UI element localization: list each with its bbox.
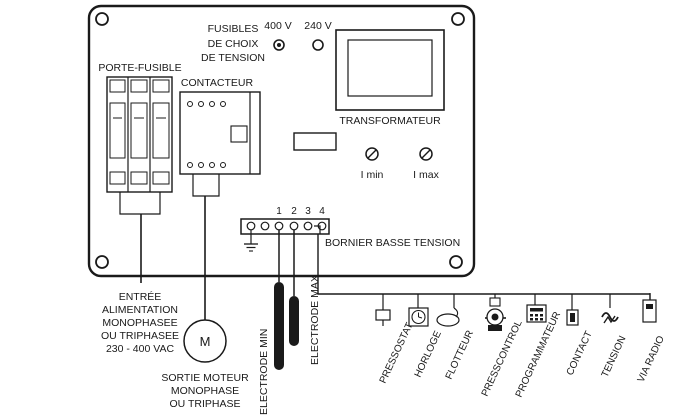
pressure-switch-icon [375,309,391,326]
i-max-label: I max [413,169,439,181]
electrode-max: ELECTRODE MAX [289,230,321,365]
motor-label-line-2: MONOPHASE [171,385,239,397]
terminal-block-label: BORNIER BASSE TENSION [325,237,460,249]
transformer: TRANSFORMATEUR [335,29,445,127]
terminal-number-3: 3 [305,206,311,217]
supply-label-line-3: MONOPHASEE [102,317,177,329]
fuse-holder-label: PORTE-FUSIBLE [98,62,181,74]
device-label-tension: TENSION [600,334,629,379]
i-min-label: I min [361,169,384,181]
low-voltage-terminal-block: 1 2 3 4 BORNIER BASSE TENSION [240,206,460,252]
device-label-horloge: HORLOGE [413,329,444,379]
fuses-label-line-2: DE CHOIX [208,38,259,50]
contactor-label: CONTACTEUR [181,77,254,89]
electrode-max-label: ELECTRODE MAX [309,275,321,365]
contactor: CONTACTEUR [179,77,261,197]
terminal-number-4: 4 [319,206,325,217]
supply-label-line-1: ENTRÉE [119,290,162,303]
contact-switch-icon [566,309,579,326]
screw-top-right [451,12,465,26]
screw-top-left [95,12,109,26]
voltage-selection-fuses: FUSIBLES DE CHOIX DE TENSION 400 V 240 V [201,20,332,64]
device-label-contact: CONTACT [565,329,595,377]
motor-output: M SORTIE MOTEUR MONOPHASE OU TRIPHASE [161,196,249,410]
electrode-max-icon [289,296,299,346]
clock-icon [408,307,429,327]
voltage-icon [601,312,619,324]
presscontrol-icon [485,297,506,331]
electrode-min-label: ELECTRODE MIN [258,329,270,415]
terminal-number-1: 1 [276,206,282,217]
electrode-min: ELECTRODE MIN [258,230,284,415]
device-label-via-radio: VIA RADIO [636,334,667,384]
supply-label-line-5: 230 - 400 VAC [106,343,175,355]
current-potentiometers: I min I max [361,147,440,181]
programmer-icon [526,304,547,323]
transformer-label: TRANSFORMATEUR [339,115,441,127]
control-relay [293,132,337,151]
motor-label-line-1: SORTIE MOTEUR [161,372,249,384]
screw-bottom-left [95,255,109,269]
power-supply-input: ENTRÉE ALIMENTATION MONOPHASEE OU TRIPHA… [101,214,179,355]
float-switch-icon [436,307,460,327]
ground-icon [244,230,258,252]
device-label-flotteur: FLOTTEUR [444,329,476,381]
motor-symbol: M [200,334,211,349]
device-label-pressostat: PRESSOSTAT [378,321,416,385]
fuse-400-label: 400 V [264,20,291,32]
fuses-label-line-1: FUSIBLES [208,23,259,35]
electrode-min-icon [274,282,284,370]
terminal-number-2: 2 [291,206,297,217]
supply-label-line-2: ALIMENTATION [102,304,178,316]
motor-icon [183,319,227,363]
radio-icon [642,293,657,323]
fuse-240-icon [312,39,324,51]
screw-bottom-right [449,255,463,269]
motor-label-line-3: OU TRIPHASE [170,398,241,410]
fuses-label-line-3: DE TENSION [201,52,265,64]
fuse-240-label: 240 V [304,20,331,32]
supply-label-line-4: OU TRIPHASEE [101,330,179,342]
fuse-holder: PORTE-FUSIBLE [98,62,182,215]
